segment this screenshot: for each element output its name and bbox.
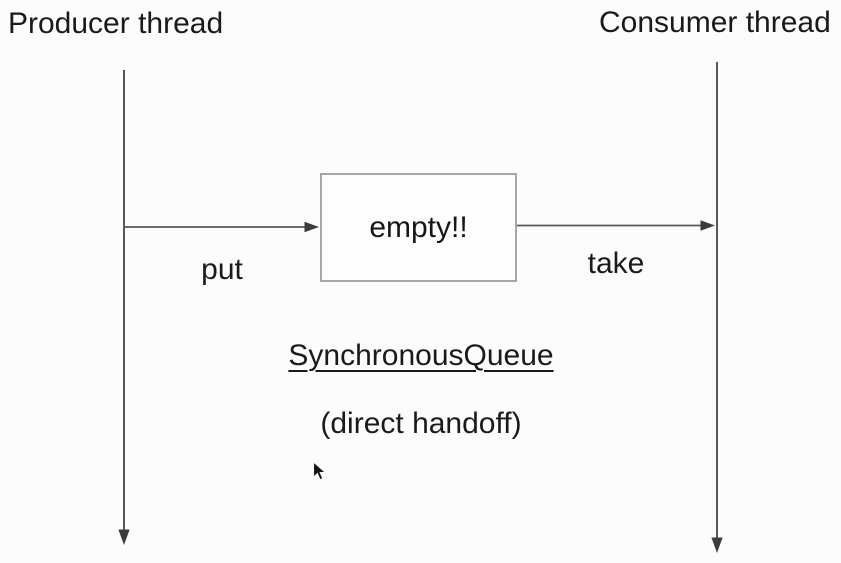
producer-thread-label: Producer thread <box>8 7 224 40</box>
put-arrow <box>124 221 319 233</box>
queue-state-box: empty!! <box>320 173 517 282</box>
consumer-thread-label: Consumer thread <box>599 6 831 39</box>
queue-subtitle: (direct handoff) <box>320 407 522 440</box>
queue-class-title: SynchronousQueue <box>288 339 554 372</box>
queue-state-text: empty!! <box>369 210 468 244</box>
consumer-timeline-arrow <box>711 62 723 553</box>
put-operation-label: put <box>201 253 243 286</box>
mouse-pointer-icon <box>312 461 327 481</box>
take-operation-label: take <box>587 247 645 280</box>
take-arrow <box>517 220 715 231</box>
producer-timeline-arrow <box>118 70 130 545</box>
